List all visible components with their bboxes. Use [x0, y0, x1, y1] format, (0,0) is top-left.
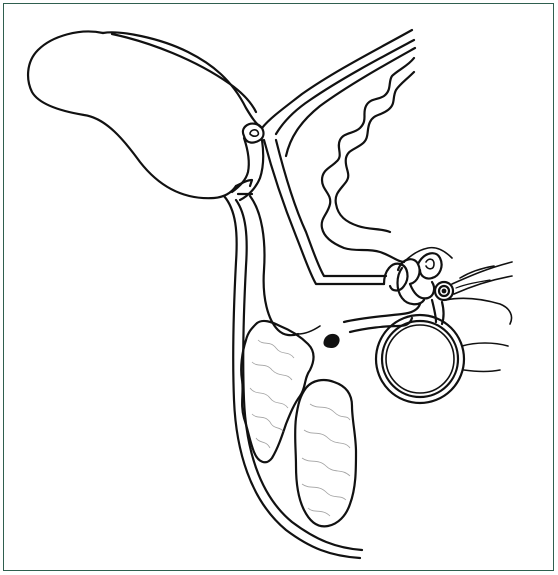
- cord-line-1: [452, 262, 512, 284]
- tube-upper-outer: [112, 34, 256, 112]
- junction-loop: [243, 124, 264, 143]
- ring-outer: [376, 315, 464, 403]
- lower-tube-line: [298, 326, 320, 334]
- coil-2: [398, 259, 420, 284]
- dark-spot: [323, 334, 339, 348]
- urethra-inner-b: [250, 196, 298, 335]
- vesicle-wavy-inner: [336, 72, 414, 232]
- cord-line-3: [446, 298, 512, 324]
- upper-sac-top: [103, 32, 262, 128]
- coil-4: [426, 259, 434, 269]
- duct-left-wall-a: [232, 138, 249, 192]
- duct-curve-inner: [276, 140, 386, 276]
- duct-left-wall-b: [240, 140, 263, 200]
- ring-middle: [382, 321, 458, 397]
- junction-loop-inner: [250, 130, 258, 136]
- cord-line-4: [460, 266, 494, 278]
- vesicle-wavy-outer: [322, 58, 414, 262]
- coil-5: [410, 282, 434, 298]
- ring-right-tail: [462, 343, 508, 346]
- tube-line-1: [262, 30, 412, 128]
- ring-tube-top: [344, 304, 420, 322]
- upper-sac-outline: [28, 32, 236, 199]
- tube-line-2: [276, 40, 414, 134]
- coil-1: [384, 264, 407, 291]
- spiral-core: [442, 289, 447, 294]
- ring-inner: [386, 325, 454, 393]
- coil-3: [418, 253, 442, 278]
- gland-right: [295, 380, 356, 526]
- ring-right-tail-2: [464, 370, 500, 372]
